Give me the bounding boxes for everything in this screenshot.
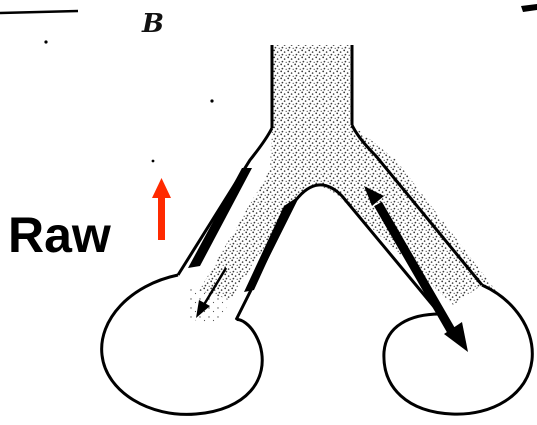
raw-label: Raw	[8, 207, 111, 263]
scan-speck	[152, 160, 155, 163]
left-alveolus	[102, 275, 263, 414]
right-alveolus	[384, 285, 532, 414]
corner-mark	[521, 4, 537, 12]
scan-speck	[210, 99, 213, 102]
arrow-up-icon	[152, 178, 171, 240]
top-rule-line	[0, 11, 78, 13]
panel-label: B	[141, 9, 164, 39]
scan-speck	[44, 40, 47, 43]
